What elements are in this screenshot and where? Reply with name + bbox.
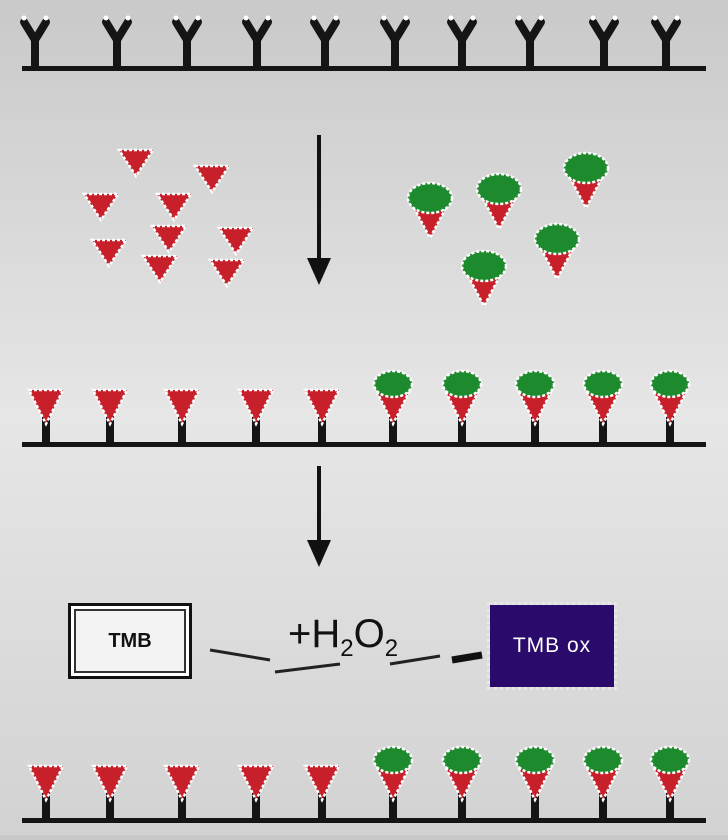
bound-complex: [236, 388, 276, 442]
bound-complex: [372, 745, 414, 818]
reagent-mid: O: [353, 612, 385, 656]
reagent-sub2: 2: [384, 635, 399, 662]
tmb-box: TMB: [68, 603, 192, 679]
bound-complex: [441, 745, 483, 818]
tmb-ox-box: TMB ox: [487, 602, 617, 690]
bound-complex: [236, 764, 276, 818]
reagent-label: +H2O2: [288, 612, 398, 663]
free-antigen: [81, 192, 121, 223]
tmb-label: TMB: [108, 629, 152, 652]
surface-row3: [22, 442, 706, 447]
free-antigen: [140, 254, 180, 285]
free-conjugate: [406, 181, 454, 241]
reagent-sub1: 2: [340, 635, 354, 662]
capture-antibody: [651, 15, 681, 66]
bound-complex: [514, 745, 556, 818]
reaction-arrowhead: [451, 651, 483, 664]
bound-complex: [26, 388, 66, 442]
surface-row5: [22, 818, 706, 823]
bound-complex: [649, 745, 691, 818]
capture-antibody: [447, 15, 477, 66]
capture-antibody: [310, 15, 340, 66]
bound-complex: [441, 369, 483, 442]
capture-antibody: [20, 15, 50, 66]
bound-complex: [582, 745, 624, 818]
arrow-2-shaft: [317, 466, 321, 542]
free-antigen: [154, 192, 194, 223]
arrow-2-head: [307, 540, 331, 567]
free-antigen: [149, 224, 189, 255]
free-antigen: [89, 238, 129, 269]
free-conjugate: [460, 249, 508, 309]
capture-antibody: [589, 15, 619, 66]
bound-complex: [582, 369, 624, 442]
bound-complex: [514, 369, 556, 442]
reaction-line-2: [274, 662, 341, 674]
bound-complex: [649, 369, 691, 442]
bound-complex: [302, 388, 342, 442]
free-conjugate: [475, 172, 523, 232]
bound-complex: [302, 764, 342, 818]
bound-complex: [90, 388, 130, 442]
bound-complex: [90, 764, 130, 818]
capture-antibody: [380, 15, 410, 66]
reaction-line-3: [389, 654, 441, 666]
bound-complex: [162, 388, 202, 442]
capture-antibody: [102, 15, 132, 66]
free-antigen: [207, 258, 247, 289]
capture-antibody: [172, 15, 202, 66]
bound-complex: [26, 764, 66, 818]
bound-complex: [372, 369, 414, 442]
reaction-line-1: [209, 648, 271, 662]
free-conjugate: [533, 222, 581, 282]
surface-row1: [22, 66, 706, 71]
free-antigen: [192, 164, 232, 195]
free-antigen: [116, 148, 156, 179]
free-antigen: [216, 226, 256, 257]
bound-complex: [162, 764, 202, 818]
tmb-ox-label: TMB ox: [512, 634, 592, 657]
arrow-1-head: [307, 258, 331, 285]
capture-antibody: [515, 15, 545, 66]
free-conjugate: [562, 151, 610, 211]
capture-antibody: [242, 15, 272, 66]
arrow-1-shaft: [317, 135, 321, 260]
reagent-prefix: +H: [288, 612, 341, 656]
